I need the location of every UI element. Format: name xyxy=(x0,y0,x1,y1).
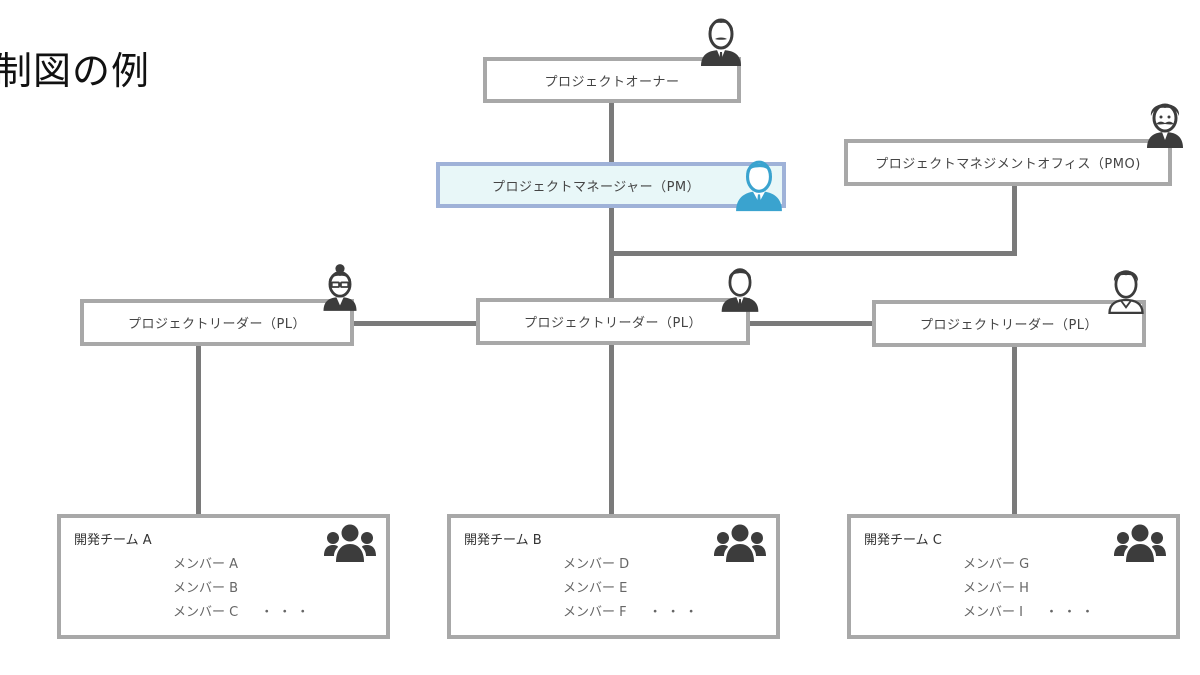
team-card[interactable]: 開発チーム B メンバー D メンバー E メンバー F ・・・ xyxy=(447,514,780,639)
connector-owner-pm xyxy=(609,100,614,164)
connector-pmo-vertical xyxy=(1012,184,1017,256)
node-project-manager[interactable]: プロジェクトマネージャー（PM） xyxy=(436,162,786,208)
member-name: メンバー A xyxy=(173,557,239,572)
member-item: メンバー D xyxy=(563,553,703,577)
member-name: メンバー B xyxy=(173,581,239,596)
member-item: メンバー C ・・・ xyxy=(173,601,314,625)
connector-pl-center-right xyxy=(748,321,874,326)
connector-pl-center-team-b xyxy=(609,343,614,516)
connector-pmo-horizontal xyxy=(609,251,1017,256)
node-label: プロジェクトマネジメントオフィス（PMO) xyxy=(875,157,1141,172)
member-item: メンバー A xyxy=(173,553,314,577)
node-label: プロジェクトリーダー（PL） xyxy=(919,318,1099,333)
node-label: プロジェクトマネージャー（PM） xyxy=(492,179,701,195)
person-suit-icon xyxy=(721,268,759,312)
more-ellipsis: ・・・ xyxy=(1044,605,1099,620)
member-list: メンバー D メンバー E メンバー F ・・・ xyxy=(563,553,703,625)
team-name: 開発チーム C xyxy=(864,533,942,548)
member-name: メンバー H xyxy=(963,581,1029,596)
person-mustache-curly-icon xyxy=(1147,103,1183,148)
group-icon xyxy=(714,524,766,562)
member-item: メンバー E xyxy=(563,577,703,601)
member-name: メンバー D xyxy=(563,557,630,572)
group-icon xyxy=(324,524,376,562)
node-label: プロジェクトリーダー（PL） xyxy=(127,317,307,332)
member-item: メンバー B xyxy=(173,577,314,601)
more-ellipsis: ・・・ xyxy=(648,605,703,620)
team-card[interactable]: 開発チーム C メンバー G メンバー H メンバー I ・・・ xyxy=(847,514,1180,639)
team-name: 開発チーム A xyxy=(74,533,152,548)
diagram-title: 制図の例 xyxy=(0,49,151,93)
person-blue-icon xyxy=(736,160,782,212)
member-item: メンバー F ・・・ xyxy=(563,601,703,625)
member-list: メンバー G メンバー H メンバー I ・・・ xyxy=(963,553,1099,625)
node-pmo[interactable]: プロジェクトマネジメントオフィス（PMO) xyxy=(844,139,1172,186)
node-label: プロジェクトリーダー（PL） xyxy=(523,316,703,331)
person-casual-icon xyxy=(1108,270,1144,314)
team-card[interactable]: 開発チーム A メンバー A メンバー B メンバー C ・・・ xyxy=(57,514,390,639)
more-ellipsis: ・・・ xyxy=(260,605,315,620)
member-name: メンバー I xyxy=(963,605,1023,620)
connector-pl-left-center xyxy=(352,321,478,326)
member-name: メンバー F xyxy=(563,605,627,620)
connector-pl-left-team-a xyxy=(196,343,201,516)
member-list: メンバー A メンバー B メンバー C ・・・ xyxy=(173,553,314,625)
member-name: メンバー G xyxy=(963,557,1030,572)
team-name: 開発チーム B xyxy=(464,533,542,548)
member-item: メンバー I ・・・ xyxy=(963,601,1099,625)
member-name: メンバー C xyxy=(173,605,239,620)
node-project-leader-center[interactable]: プロジェクトリーダー（PL） xyxy=(476,298,750,345)
person-mustache-icon xyxy=(701,18,741,66)
member-name: メンバー E xyxy=(563,581,628,596)
person-glasses-bun-icon xyxy=(323,264,357,311)
connector-pl-right-team-c xyxy=(1012,345,1017,516)
node-project-owner[interactable]: プロジェクトオーナー xyxy=(483,57,741,103)
member-item: メンバー G xyxy=(963,553,1099,577)
node-project-leader-right[interactable]: プロジェクトリーダー（PL） xyxy=(872,300,1146,347)
node-project-leader-left[interactable]: プロジェクトリーダー（PL） xyxy=(80,299,354,346)
node-label: プロジェクトオーナー xyxy=(544,74,680,90)
group-icon xyxy=(1114,524,1166,562)
member-item: メンバー H xyxy=(963,577,1099,601)
